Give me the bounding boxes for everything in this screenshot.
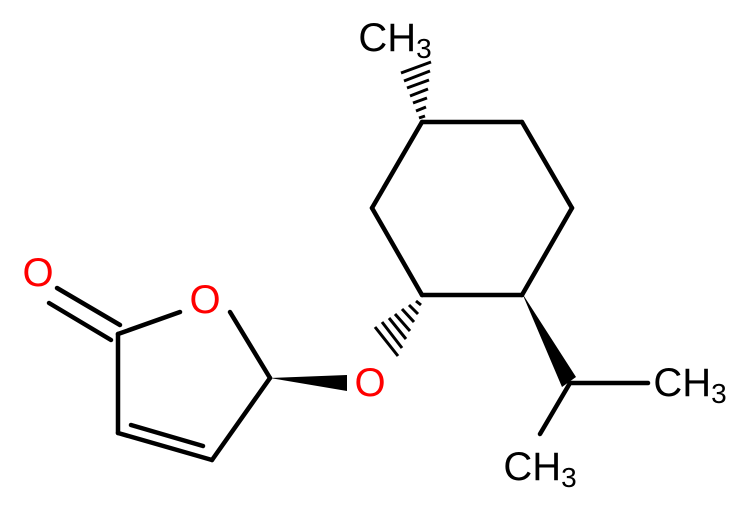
bond-carbonyl-2 <box>46 300 114 343</box>
solid-wedge-ether <box>270 375 347 391</box>
hashed-wedge-ether <box>373 299 422 357</box>
bond-c4-c3 <box>115 430 215 463</box>
atom-label-ch3-top: CH3 <box>358 16 431 64</box>
atom-label-ch3-bottom: CH3 <box>503 445 576 493</box>
bond-c4-c3-inner <box>128 422 206 449</box>
atom-label-o-ring: O <box>189 278 220 322</box>
bond-c5-c6 <box>369 205 425 298</box>
atom-label-o-ether: O <box>354 361 385 405</box>
bond-carbonyl-1 <box>54 285 123 328</box>
bond-c2-o1 <box>115 309 183 337</box>
solid-wedge-isopropyl <box>522 293 576 387</box>
hashed-wedge-methyl <box>400 60 432 120</box>
bond-c6-c1 <box>369 119 425 211</box>
bond-isopropyl-ch3-bottom <box>537 380 573 437</box>
cyclohexane-ring <box>369 119 575 298</box>
atom-label-o-carbonyl: O <box>22 251 53 295</box>
bond-c3-c4 <box>519 205 575 298</box>
bond-o1-c5 <box>227 309 273 381</box>
furanone-ring <box>115 309 273 463</box>
bond-c2-c3 <box>519 119 575 211</box>
atom-label-ch3-right: CH3 <box>653 361 726 409</box>
bond-c5-c4 <box>209 375 273 463</box>
